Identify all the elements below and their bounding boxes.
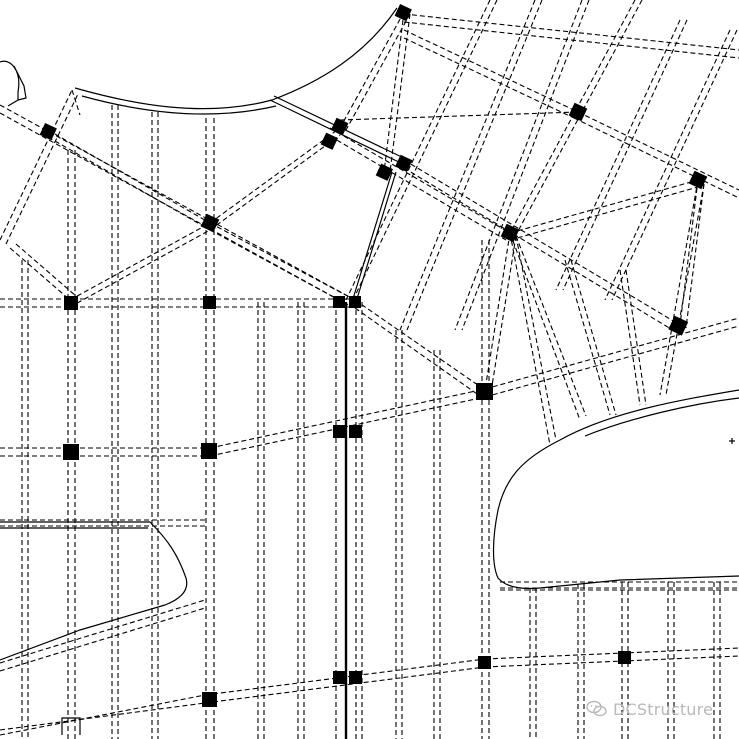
column bbox=[203, 296, 216, 309]
column bbox=[394, 4, 412, 22]
arched-opening-edge bbox=[74, 7, 398, 110]
column bbox=[568, 102, 588, 122]
columns bbox=[39, 4, 708, 707]
column bbox=[333, 425, 346, 438]
column bbox=[478, 656, 491, 669]
column bbox=[333, 296, 345, 308]
column bbox=[668, 315, 689, 336]
diagonal-beams bbox=[0, 0, 739, 446]
left-upper-edge bbox=[0, 60, 27, 107]
column bbox=[349, 425, 362, 438]
column bbox=[320, 132, 338, 150]
column bbox=[201, 443, 217, 459]
column bbox=[349, 671, 362, 684]
column bbox=[500, 223, 520, 243]
notch bbox=[61, 717, 81, 735]
column bbox=[63, 444, 79, 460]
column bbox=[333, 671, 346, 684]
left-opening-edge bbox=[0, 521, 188, 661]
column bbox=[64, 296, 78, 310]
column bbox=[618, 651, 631, 664]
column bbox=[688, 170, 708, 190]
watermark-text: DCStructure bbox=[613, 699, 714, 719]
column bbox=[395, 154, 413, 172]
vertical-beams bbox=[21, 105, 721, 739]
horizontal-beams bbox=[0, 298, 739, 591]
column bbox=[375, 163, 393, 181]
right-opening-edge bbox=[492, 389, 739, 590]
column bbox=[202, 692, 217, 707]
column bbox=[349, 296, 361, 308]
watermark: DCStructure bbox=[586, 697, 713, 721]
column bbox=[39, 123, 57, 141]
crosshair-marker bbox=[729, 438, 735, 444]
column bbox=[331, 117, 349, 135]
wechat-icon bbox=[586, 700, 607, 717]
column bbox=[476, 383, 493, 400]
column bbox=[200, 213, 220, 233]
sloping-beams bbox=[0, 317, 739, 736]
